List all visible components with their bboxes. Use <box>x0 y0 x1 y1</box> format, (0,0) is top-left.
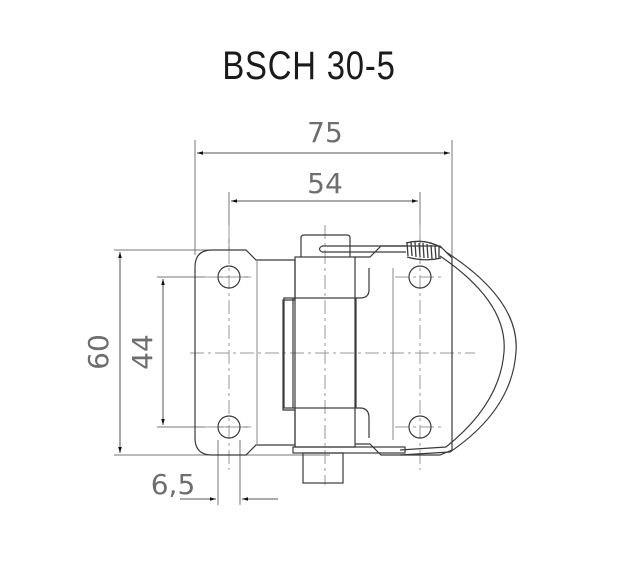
dimension-overall-height: 60 <box>82 249 330 456</box>
hinge-knuckle <box>283 234 406 484</box>
drawing-title: BSCH 30-5 <box>222 44 396 88</box>
dim-label-6-5: 6,5 <box>151 468 196 501</box>
dim-label-54: 54 <box>307 167 343 200</box>
dim-label-60: 60 <box>82 334 115 370</box>
mounting-hole-bottom-right <box>408 415 432 439</box>
mounting-hole-top-left <box>217 265 241 289</box>
center-lines <box>190 225 475 485</box>
mounting-hole-top-right <box>408 265 432 289</box>
spring-wire <box>318 245 517 456</box>
dim-label-75: 75 <box>307 116 343 149</box>
dimension-overall-width: 75 <box>194 116 453 445</box>
dimension-hole-diameter: 6,5 <box>151 440 278 505</box>
spring-coil <box>405 240 443 261</box>
dimension-hole-spacing-height: 44 <box>126 276 250 428</box>
dim-label-44: 44 <box>126 334 159 370</box>
left-hinge-leaf <box>194 249 296 456</box>
mounting-hole-bottom-left <box>217 415 241 439</box>
dimension-hole-spacing-width: 54 <box>228 167 421 255</box>
